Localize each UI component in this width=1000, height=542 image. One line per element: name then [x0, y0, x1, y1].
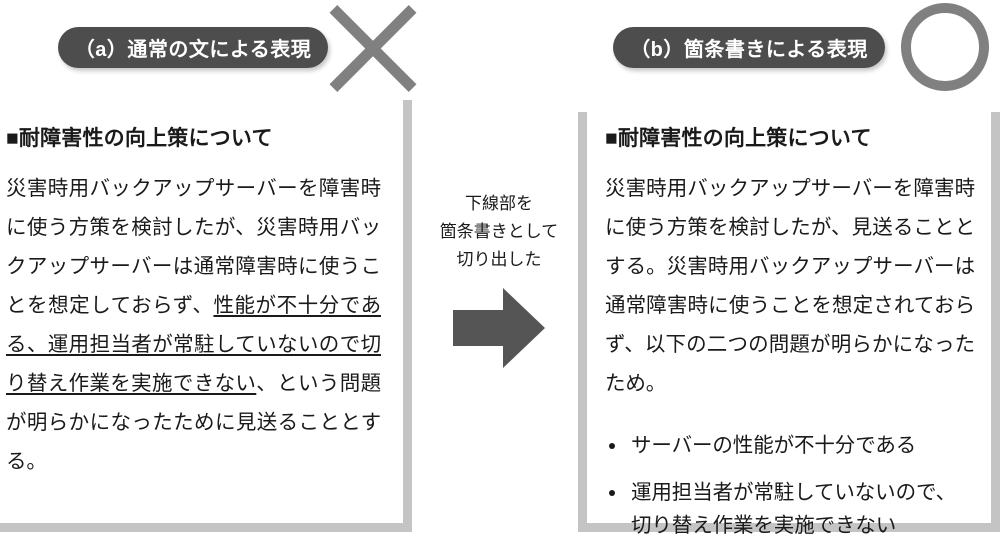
badge-left-label: （a）通常の文による表現 [58, 27, 328, 68]
right-panel-bullet-list: サーバーの性能が不十分である 運用担当者が常駐していないので、切り替え作業を実施… [605, 429, 975, 542]
left-panel-heading: ■耐障害性の向上策について [6, 127, 273, 150]
circle-mark-icon [901, 3, 989, 91]
transform-annotation: 下線部を 箇条書きとして 切り出した [420, 190, 578, 368]
panel-plain-text-content: ■耐障害性の向上策について 災害時用バックアップサーバーを障害時に使う方策を検討… [0, 100, 403, 481]
right-panel-heading: ■耐障害性の向上策について [605, 127, 872, 150]
panel-bulleted-text: ■耐障害性の向上策について 災害時用バックアップサーバーを障害時に使う方策を検討… [578, 112, 1000, 537]
paragraph-segment-underlined: 性能が不十分である、運用担当者が常駐していないので切り替え作業を実施できない [6, 294, 381, 396]
paragraph-segment-plain-start: 災害時用バックアップサーバーを障害時に使う方策を検討したが、災害時用バックアップ… [6, 177, 381, 318]
paragraph-segment-plain-end: 、という問題が明らかになったために見送ることとする。 [6, 372, 381, 474]
badge-right-label: （b）箇条書きによる表現 [613, 27, 885, 68]
x-mark-icon [328, 3, 418, 93]
header-band: （a）通常の文による表現 （b）箇条書きによる表現 [0, 0, 1000, 100]
left-panel-paragraph: 災害時用バックアップサーバーを障害時に使う方策を検討したが、災害時用バックアップ… [6, 169, 381, 481]
panel-bulleted-text-content: ■耐障害性の向上策について 災害時用バックアップサーバーを障害時に使う方策を検討… [587, 112, 991, 542]
right-panel-paragraph: 災害時用バックアップサーバーを障害時に使う方策を検討したが、見送ることとする。災… [605, 177, 975, 396]
list-item: 運用担当者が常駐していないので、切り替え作業を実施できない [605, 476, 975, 542]
right-arrow-icon [420, 288, 578, 368]
list-item: サーバーの性能が不十分である [605, 429, 975, 462]
transform-caption: 下線部を 箇条書きとして 切り出した [439, 194, 559, 269]
panel-plain-text: ■耐障害性の向上策について 災害時用バックアップサーバーを障害時に使う方策を検討… [0, 100, 412, 532]
